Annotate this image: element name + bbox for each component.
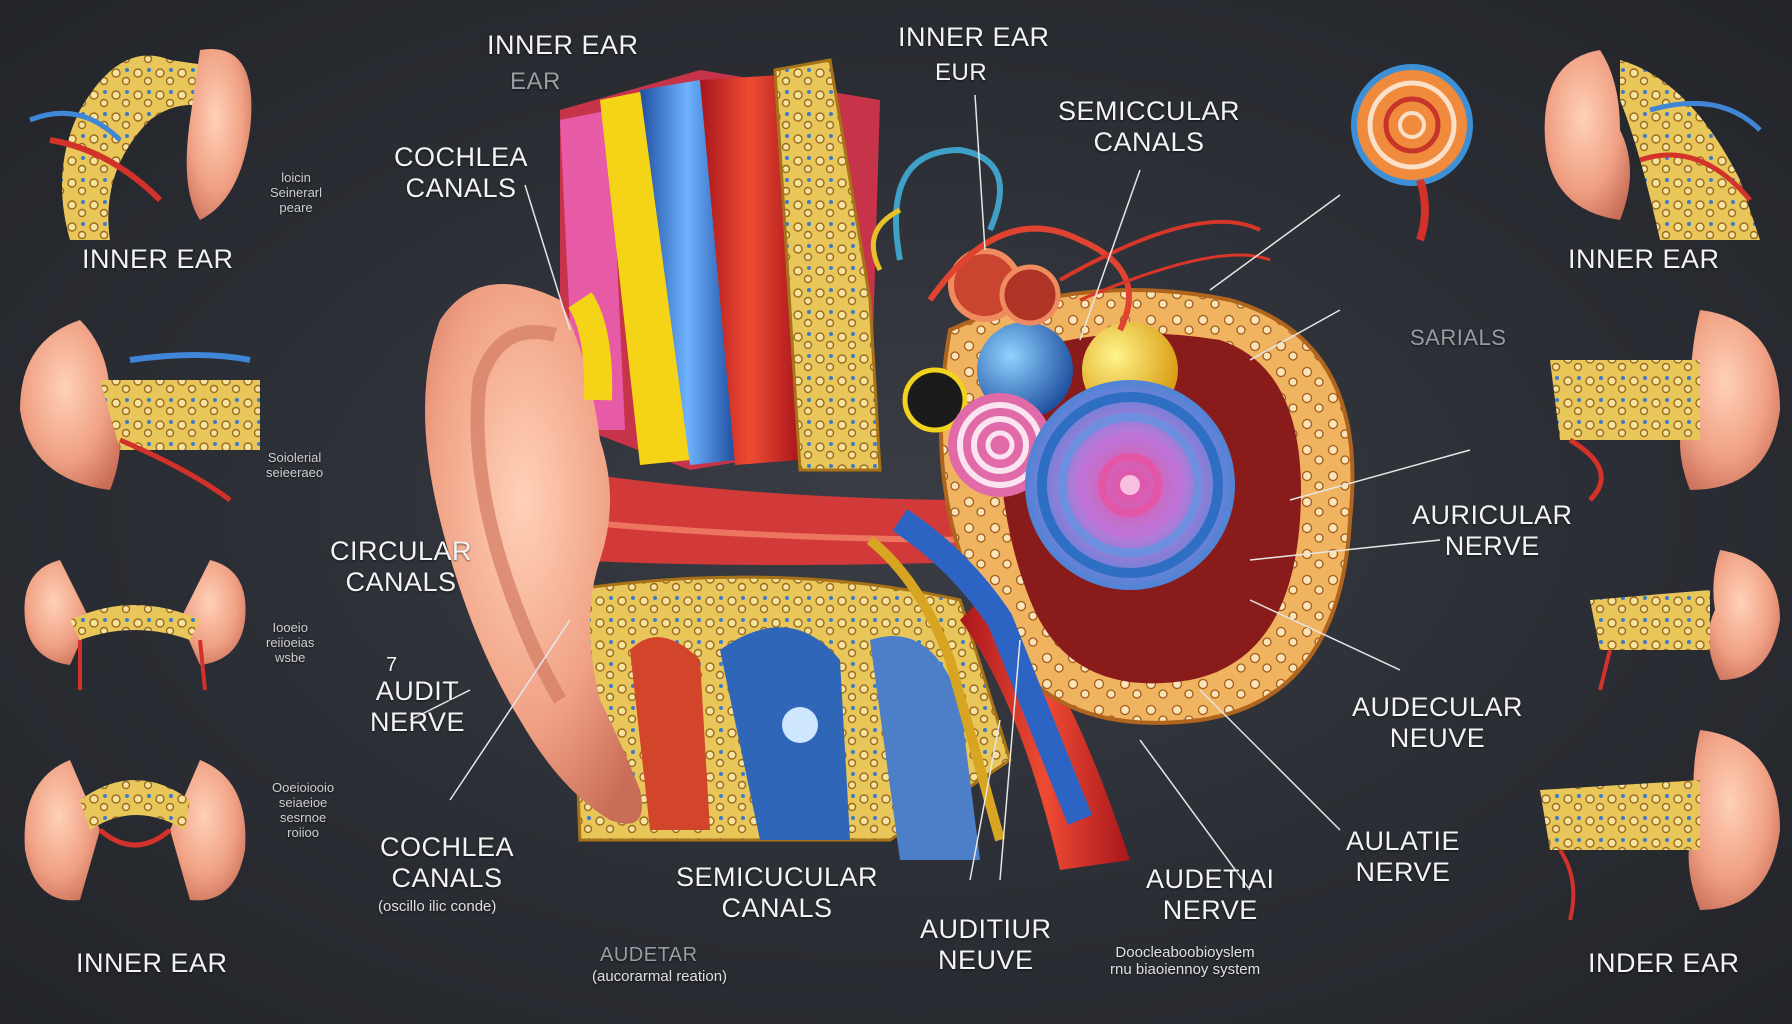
label-eur: EUR: [935, 59, 988, 86]
side-note-2: Soiolerial seieeraeo: [266, 450, 324, 480]
auditory-nerve: [892, 509, 1093, 825]
label-inner-ear-top-right-center: INNER EAR: [898, 22, 1050, 52]
yellow-tissue-strip: [600, 90, 690, 465]
label-inner-ear-bottom-left: INNER EAR: [76, 948, 228, 978]
label-inder-ear-bottom-right: INDER EAR: [1588, 948, 1740, 978]
semicircular-canal-1: [893, 146, 1003, 261]
side-note-1: loicin Seinerarl peare: [270, 170, 323, 215]
label-cochlea-system: Doocleaboobioyslem rnu biaoiennoy system: [1110, 944, 1261, 978]
label-audecular-neuve: AUDECULAR NEUVE: [1352, 692, 1524, 753]
oval-window: [902, 367, 968, 433]
label-semicular-bottom: SEMICUCULAR CANALS: [676, 862, 879, 923]
label-audit-nerve: AUDIT NERVE: [370, 676, 466, 737]
central-ear-illustration: [425, 58, 1473, 870]
label-auditar-faded: AUDETAR: [600, 944, 698, 966]
bone-strip: [773, 58, 882, 472]
label-audetiai-nerve: AUDETIAI NERVE: [1146, 864, 1275, 925]
label-auricular-nerve: AURICULAR NERVE: [1412, 500, 1573, 561]
semicircular-canal-2: [927, 225, 1132, 332]
left-thumbnail-4: [24, 760, 246, 901]
label-auditiur-neuve: AUDITIUR NEUVE: [920, 914, 1052, 975]
label-semicircular-top: SEMICCULAR CANALS: [1058, 96, 1241, 157]
cartilage-yellow: [568, 292, 613, 401]
facial-nerve: [866, 536, 1005, 842]
right-thumbnail-3: [1590, 550, 1780, 691]
label-cochlea-top: COCHLEA CANALS: [394, 142, 529, 203]
label-inner-ear-top-center: INNER EAR: [487, 30, 639, 60]
left-thumbnail-1: [29, 49, 252, 240]
label-circular-canals: CIRCULAR CANALS: [330, 536, 473, 597]
left-thumbnail-3: [24, 560, 246, 691]
lower-red-canal: [630, 637, 710, 830]
right-thumbnail-4: [1540, 730, 1780, 921]
label-cochlea-bottom: COCHLEA CANALS: [380, 832, 515, 893]
label-number-marker: 7: [386, 654, 398, 676]
label-sarials: SARIALS: [1410, 325, 1507, 350]
leader-lines: [409, 94, 1471, 891]
lower-node: [782, 707, 818, 743]
top-ring-2: [999, 264, 1061, 326]
side-note-4: Ooeioiooio seiaeioe sesrnoe roiioo: [272, 780, 335, 840]
label-inner-ear-top-left: INNER EAR: [82, 244, 234, 274]
label-cochlea-bottom-sub: (oscillo ilic conde): [378, 898, 497, 915]
side-note-3: Iooeio reiioeias wsbe: [266, 620, 315, 665]
right-thumbnail-2: [1550, 310, 1780, 502]
lower-blue-nerve: [870, 636, 980, 860]
red-tissue-strip: [700, 75, 800, 465]
right-thumbnail-1: [1544, 50, 1762, 240]
left-thumbnail-2: [20, 320, 260, 503]
label-ear-top-center: EAR: [510, 68, 561, 95]
label-aulatie-nerve: AULATIE NERVE: [1346, 826, 1461, 887]
blue-tissue-strip: [640, 80, 735, 465]
label-auditar-faded-sub: (aucorarmal reation): [592, 968, 728, 985]
label-inner-ear-right-top: INNER EAR: [1568, 244, 1720, 274]
